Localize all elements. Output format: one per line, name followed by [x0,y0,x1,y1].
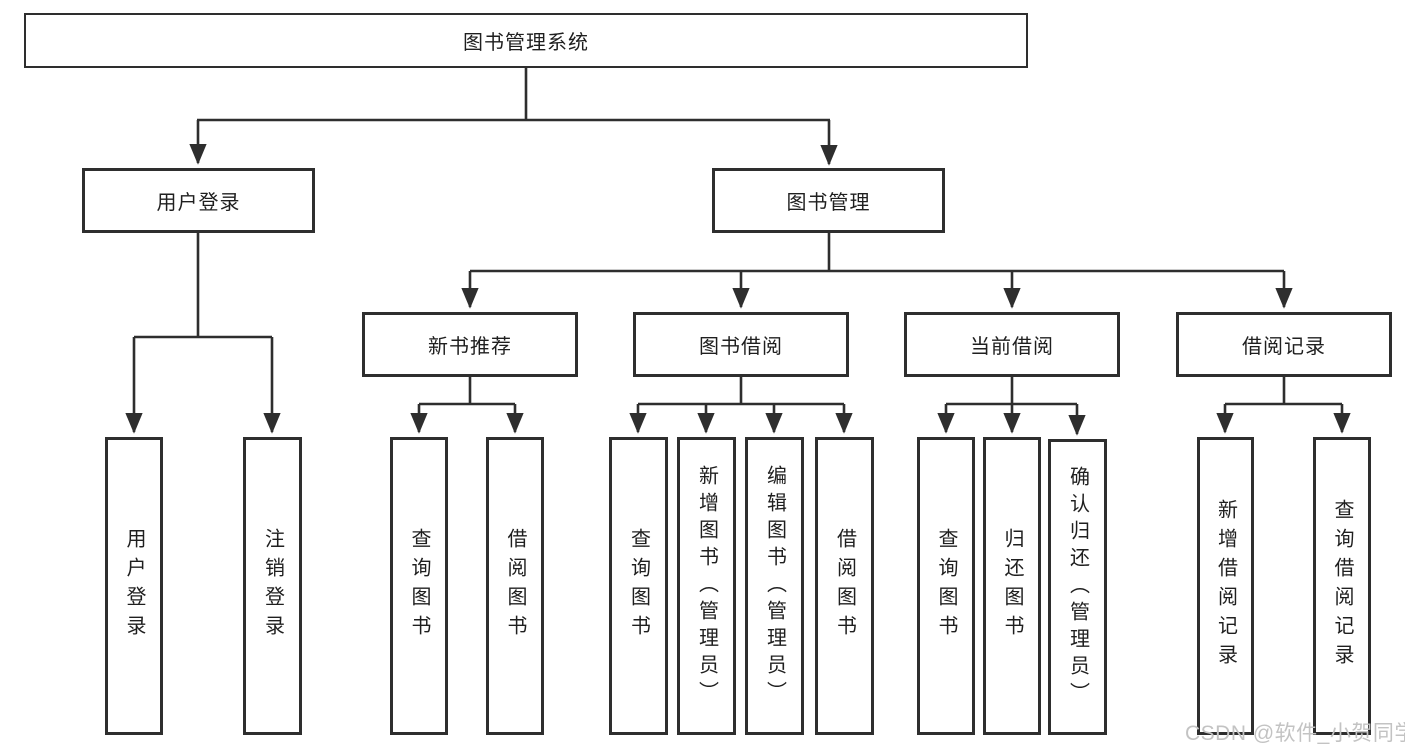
leaf-user-login-label: 用户登录 [123,528,145,644]
leaf-borrow-edit-books-admin-label: 编辑图书（管理员） [763,464,786,708]
leaf-records-add-record-label: 新增借阅记录 [1214,499,1237,673]
leaf-recommend-borrow-books: 借阅图书 [486,437,544,735]
leaf-logout: 注销登录 [243,437,302,735]
leaf-recommend-query-books: 查询图书 [390,437,448,735]
leaf-borrow-edit-books-admin: 编辑图书（管理员） [745,437,804,735]
node-library-management-system-label: 图书管理系统 [463,32,589,54]
leaf-records-query-record: 查询借阅记录 [1313,437,1371,735]
leaf-current-query-books-label: 查询图书 [935,528,957,644]
leaf-records-add-record: 新增借阅记录 [1197,437,1254,735]
leaf-borrow-query-books-label: 查询图书 [627,528,650,644]
node-book-borrow: 图书借阅 [633,312,849,377]
leaf-current-confirm-return-admin: 确认归还（管理员） [1048,439,1107,735]
leaf-borrow-query-books: 查询图书 [609,437,668,735]
leaf-borrow-borrow-books-label: 借阅图书 [833,528,856,644]
leaf-current-return-books-label: 归还图书 [1001,528,1023,644]
leaf-borrow-borrow-books: 借阅图书 [815,437,874,735]
leaf-current-confirm-return-admin-label: 确认归还（管理员） [1066,465,1089,709]
leaf-borrow-add-books-admin: 新增图书（管理员） [677,437,736,735]
node-user-login: 用户登录 [82,168,315,233]
node-book-management-label: 图书管理 [786,192,871,214]
leaf-logout-label: 注销登录 [261,528,284,644]
node-user-login-label: 用户登录 [156,192,241,214]
leaf-records-query-record-label: 查询借阅记录 [1331,499,1353,673]
leaf-recommend-borrow-books-label: 借阅图书 [504,528,526,644]
leaf-current-query-books: 查询图书 [917,437,975,735]
leaf-user-login: 用户登录 [105,437,163,735]
node-borrow-records: 借阅记录 [1176,312,1392,377]
leaf-borrow-add-books-admin-label: 新增图书（管理员） [695,464,718,708]
node-new-book-recommend: 新书推荐 [362,312,578,377]
node-book-management: 图书管理 [712,168,945,233]
csdn-watermark: CSDN @软件_小贺同学 [1185,722,1405,745]
leaf-recommend-query-books-label: 查询图书 [408,528,430,644]
node-book-borrow-label: 图书借阅 [699,336,783,358]
leaf-current-return-books: 归还图书 [983,437,1041,735]
node-borrow-records-label: 借阅记录 [1242,336,1326,358]
node-library-management-system: 图书管理系统 [24,13,1028,68]
node-current-borrow-label: 当前借阅 [970,336,1054,358]
node-new-book-recommend-label: 新书推荐 [428,336,512,358]
node-current-borrow: 当前借阅 [904,312,1120,377]
